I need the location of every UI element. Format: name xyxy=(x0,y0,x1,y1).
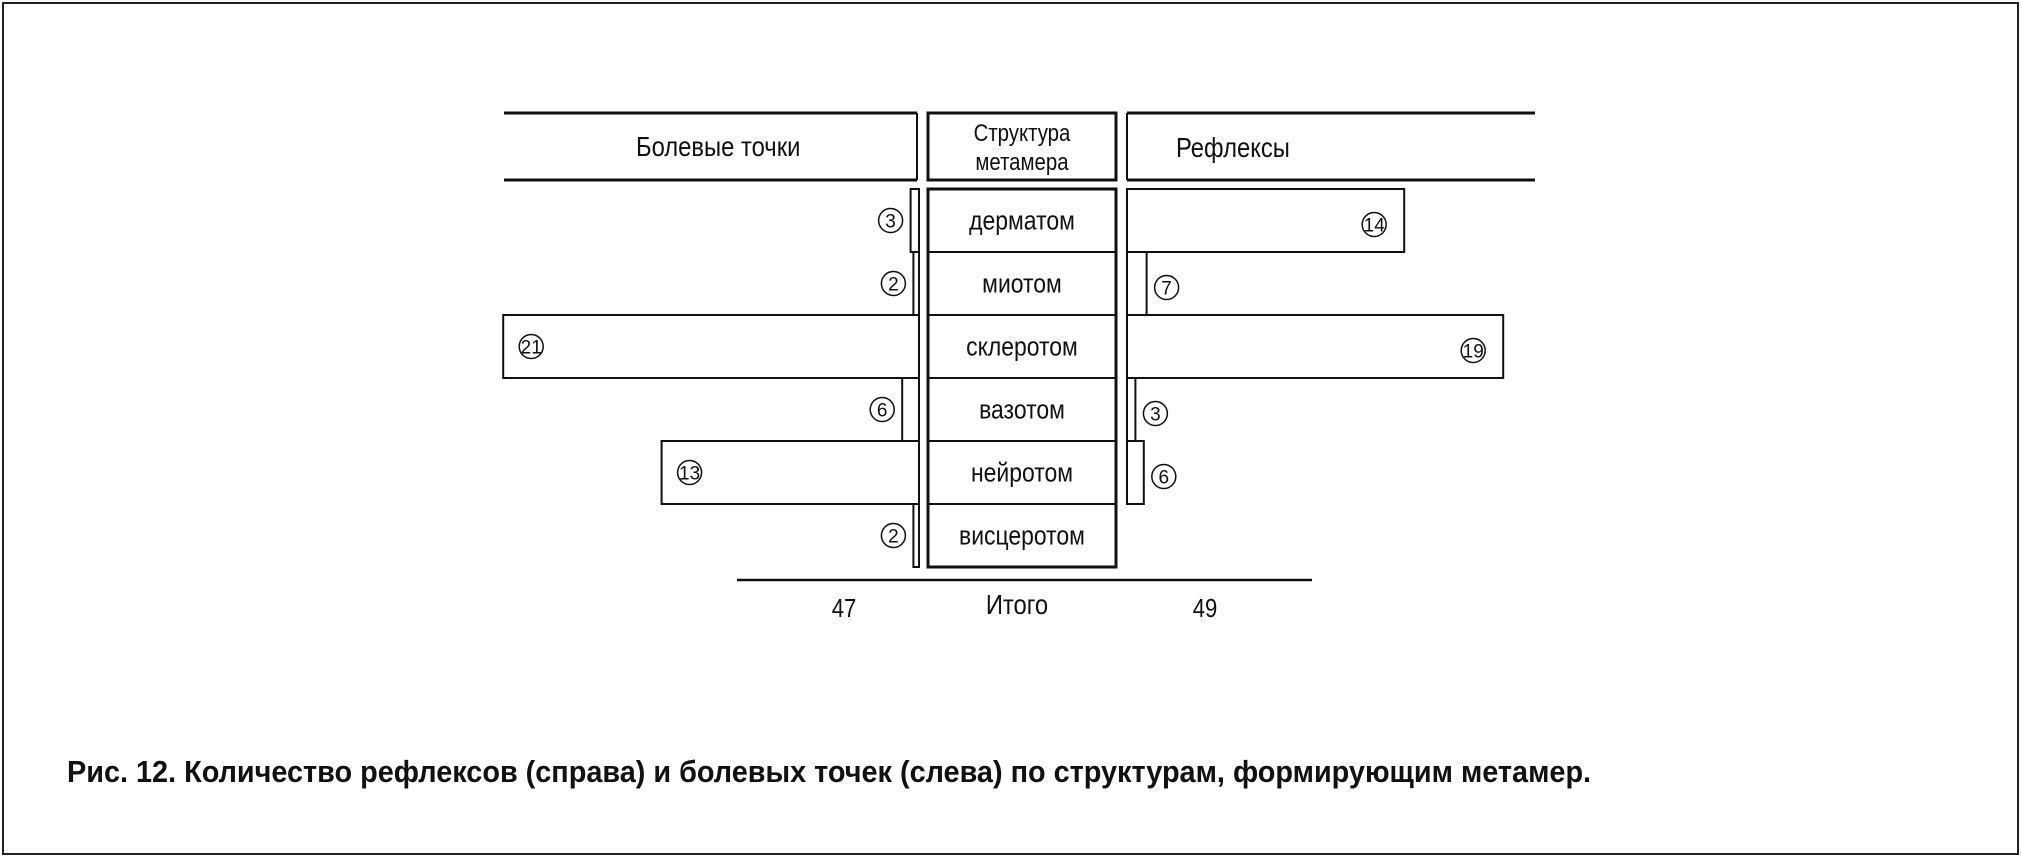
value-label-left: 3 xyxy=(885,212,896,233)
bar-left-дерматом xyxy=(909,188,920,253)
bar-left-нейротом xyxy=(660,440,920,505)
bar-left-склеротом xyxy=(502,314,920,379)
category-label: нейротом xyxy=(971,458,1073,488)
category-label: дерматом xyxy=(969,206,1075,236)
total-label: Итого xyxy=(986,588,1048,620)
value-circle xyxy=(1361,211,1387,238)
value-circle xyxy=(880,522,907,549)
bar-left-висцеротом xyxy=(912,503,921,568)
value-label-left: 6 xyxy=(877,401,888,422)
right-header-label: Рефлексы xyxy=(1176,131,1290,163)
bar-left-вазотом xyxy=(901,377,921,442)
bar-right-нейротом xyxy=(1126,440,1145,505)
value-circle xyxy=(1153,274,1180,301)
value-circle xyxy=(869,396,895,423)
value-label-right: 19 xyxy=(1463,342,1484,363)
total-left: 47 xyxy=(832,594,857,623)
value-label-right: 7 xyxy=(1161,279,1172,300)
value-label-right: 6 xyxy=(1159,468,1170,489)
value-label-right: 14 xyxy=(1364,216,1386,237)
value-circle xyxy=(1151,463,1177,490)
value-label-left: 21 xyxy=(521,338,542,359)
center-header-label-line2: метамера xyxy=(975,148,1069,175)
bar-left-миотом xyxy=(912,251,921,316)
value-label-right: 3 xyxy=(1150,405,1161,426)
center-header-label-line1: Структура xyxy=(974,119,1071,146)
bar-right-склеротом xyxy=(1126,314,1505,379)
center-header-box xyxy=(926,111,1118,182)
bar-right-дерматом xyxy=(1126,188,1406,253)
total-right: 49 xyxy=(1193,594,1218,623)
value-circle xyxy=(518,333,544,360)
bar-right-вазотом xyxy=(1126,377,1137,442)
value-circle xyxy=(1460,337,1486,364)
value-label-left: 2 xyxy=(888,527,899,548)
value-circle xyxy=(676,459,703,486)
value-label-left: 2 xyxy=(888,275,899,296)
category-label: склеротом xyxy=(966,332,1078,362)
category-label: вазотом xyxy=(979,395,1065,425)
value-circle xyxy=(1142,400,1169,427)
bar-right-миотом xyxy=(1126,251,1148,316)
figure-caption: Рис. 12. Количество рефлексов (справа) и… xyxy=(67,754,1592,789)
value-label-left: 13 xyxy=(679,464,700,485)
value-circle xyxy=(880,270,907,297)
value-circle xyxy=(877,207,904,234)
left-header-label: Болевые точки xyxy=(636,130,800,162)
category-label: висцеротом xyxy=(959,521,1085,551)
category-label: миотом xyxy=(982,269,1062,299)
